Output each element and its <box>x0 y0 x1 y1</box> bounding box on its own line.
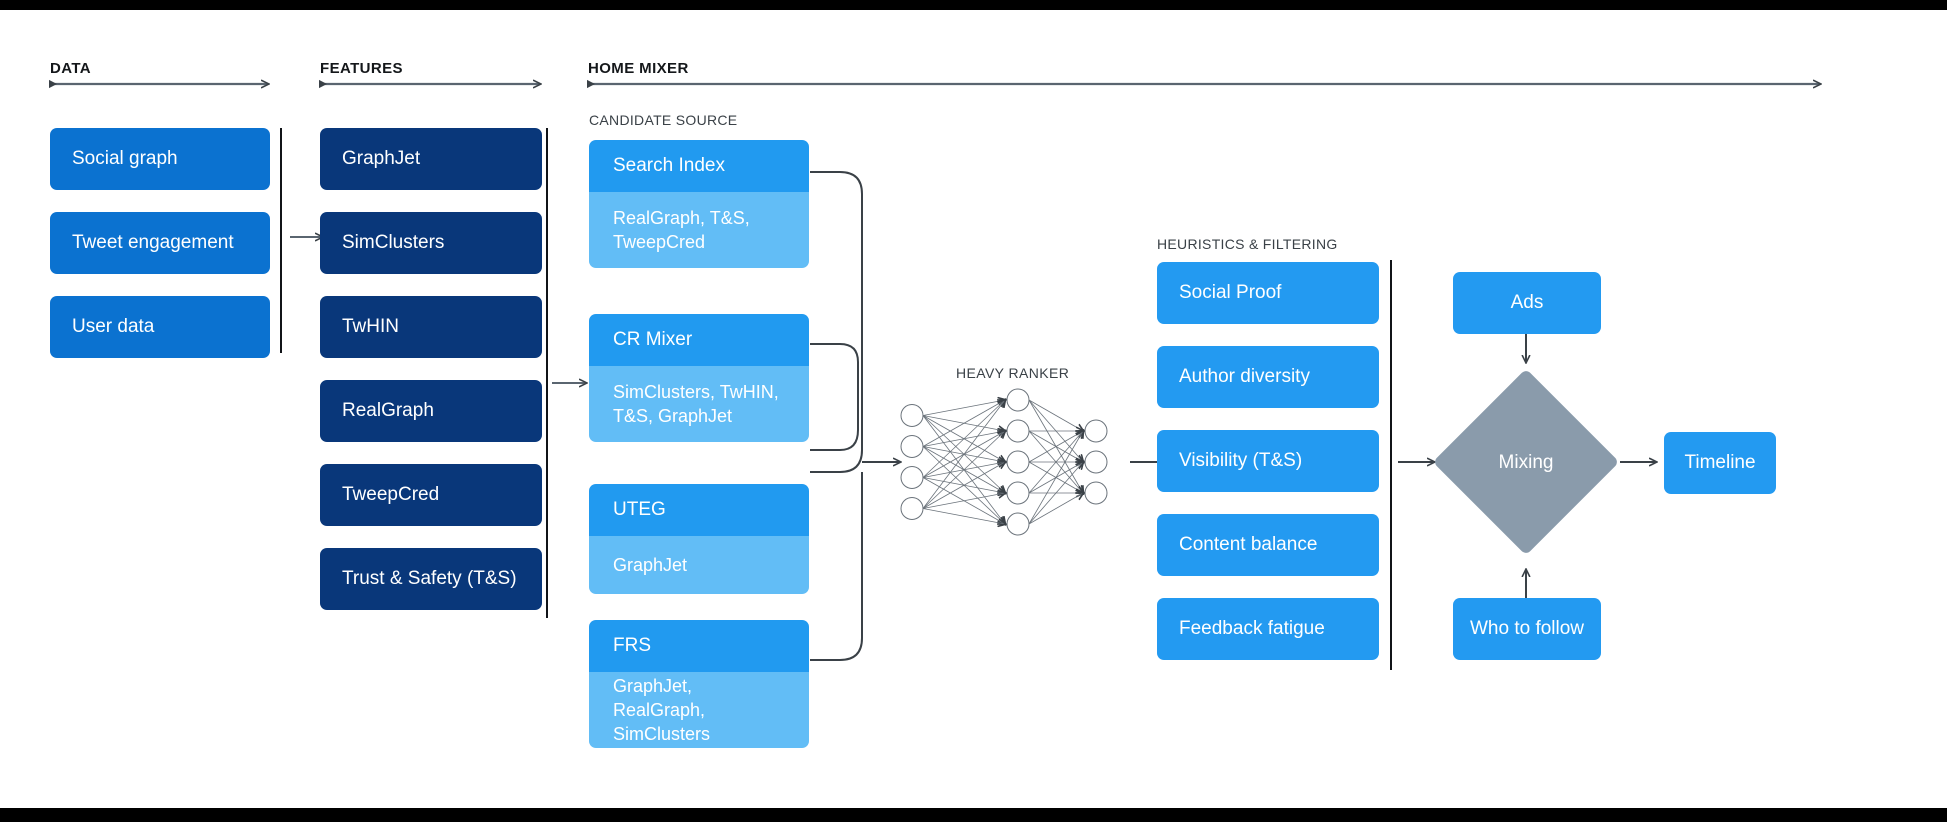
feature-card-simclusters[interactable]: SimClusters <box>320 212 542 274</box>
feature-card-label: TwHIN <box>342 316 399 338</box>
section-header-home-mixer: HOME MIXER <box>588 60 689 77</box>
filter-card-social-proof[interactable]: Social Proof <box>1157 262 1379 324</box>
candidate-source-uteg[interactable]: UTEG GraphJet <box>589 484 809 594</box>
who-to-follow-label: Who to follow <box>1469 618 1585 640</box>
feature-card-twhin[interactable]: TwHIN <box>320 296 542 358</box>
feature-card-label: SimClusters <box>342 232 445 254</box>
candidate-source-name: FRS <box>589 620 809 672</box>
subsection-header-candidate-source: CANDIDATE SOURCE <box>589 112 738 128</box>
section-header-features: FEATURES <box>320 60 403 77</box>
timeline-card[interactable]: Timeline <box>1664 432 1776 494</box>
subsection-header-heuristics: HEURISTICS & FILTERING <box>1157 236 1338 252</box>
letterbox-top <box>0 0 1947 10</box>
connector-overlay <box>0 10 1947 661</box>
filter-card-label: Visibility (T&S) <box>1179 450 1303 472</box>
candidate-source-frs[interactable]: FRS GraphJet, RealGraph, SimClusters <box>589 620 809 748</box>
feature-card-graphjet[interactable]: GraphJet <box>320 128 542 190</box>
filter-card-visibility[interactable]: Visibility (T&S) <box>1157 430 1379 492</box>
feature-card-label: TweepCred <box>342 484 440 506</box>
candidate-source-cr-mixer[interactable]: CR Mixer SimClusters, TwHIN, T&S, GraphJ… <box>589 314 809 442</box>
diagram-canvas: DATA FEATURES HOME MIXER CANDIDATE SOURC… <box>0 10 1947 808</box>
data-card-tweet-engagement[interactable]: Tweet engagement <box>50 212 270 274</box>
filter-card-label: Author diversity <box>1179 366 1310 388</box>
who-to-follow-card[interactable]: Who to follow <box>1453 598 1601 660</box>
data-card-label: User data <box>72 316 155 338</box>
mixing-label: Mixing <box>1498 452 1554 473</box>
filter-card-label: Social Proof <box>1179 282 1282 304</box>
feature-card-label: Trust & Safety (T&S) <box>342 568 517 590</box>
ads-label: Ads <box>1510 292 1544 314</box>
candidate-source-name: Search Index <box>589 140 809 192</box>
subsection-header-heavy-ranker: HEAVY RANKER <box>956 365 1070 381</box>
candidate-source-name: CR Mixer <box>589 314 809 366</box>
filter-card-label: Content balance <box>1179 534 1318 556</box>
letterbox-bottom <box>0 808 1947 822</box>
section-header-data: DATA <box>50 60 92 77</box>
candidate-source-search-index[interactable]: Search Index RealGraph, T&S, TweepCred <box>589 140 809 268</box>
divider-data-features <box>280 128 282 353</box>
data-card-social-graph[interactable]: Social graph <box>50 128 270 190</box>
filter-card-label: Feedback fatigue <box>1179 618 1325 640</box>
candidate-source-features: SimClusters, TwHIN, T&S, GraphJet <box>589 366 809 442</box>
heavy-ranker-network <box>900 388 1108 536</box>
filter-card-author-diversity[interactable]: Author diversity <box>1157 346 1379 408</box>
feature-card-realgraph[interactable]: RealGraph <box>320 380 542 442</box>
divider-features-homemixer <box>546 128 548 618</box>
filter-card-feedback-fatigue[interactable]: Feedback fatigue <box>1157 598 1379 660</box>
feature-card-tweepcred[interactable]: TweepCred <box>320 464 542 526</box>
data-card-label: Social graph <box>72 148 178 170</box>
timeline-label: Timeline <box>1684 452 1756 474</box>
candidate-source-features: RealGraph, T&S, TweepCred <box>589 192 809 268</box>
filter-card-content-balance[interactable]: Content balance <box>1157 514 1379 576</box>
data-card-label: Tweet engagement <box>72 232 234 254</box>
feature-card-label: GraphJet <box>342 148 421 170</box>
candidate-source-name: UTEG <box>589 484 809 536</box>
data-card-user-data[interactable]: User data <box>50 296 270 358</box>
ads-card[interactable]: Ads <box>1453 272 1601 334</box>
divider-heuristics-mixing <box>1390 260 1392 670</box>
feature-card-label: RealGraph <box>342 400 434 422</box>
candidate-source-features: GraphJet <box>589 536 809 594</box>
candidate-source-brackets <box>810 171 863 661</box>
candidate-source-features: GraphJet, RealGraph, SimClusters <box>589 672 809 748</box>
feature-card-trust-safety[interactable]: Trust & Safety (T&S) <box>320 548 542 610</box>
